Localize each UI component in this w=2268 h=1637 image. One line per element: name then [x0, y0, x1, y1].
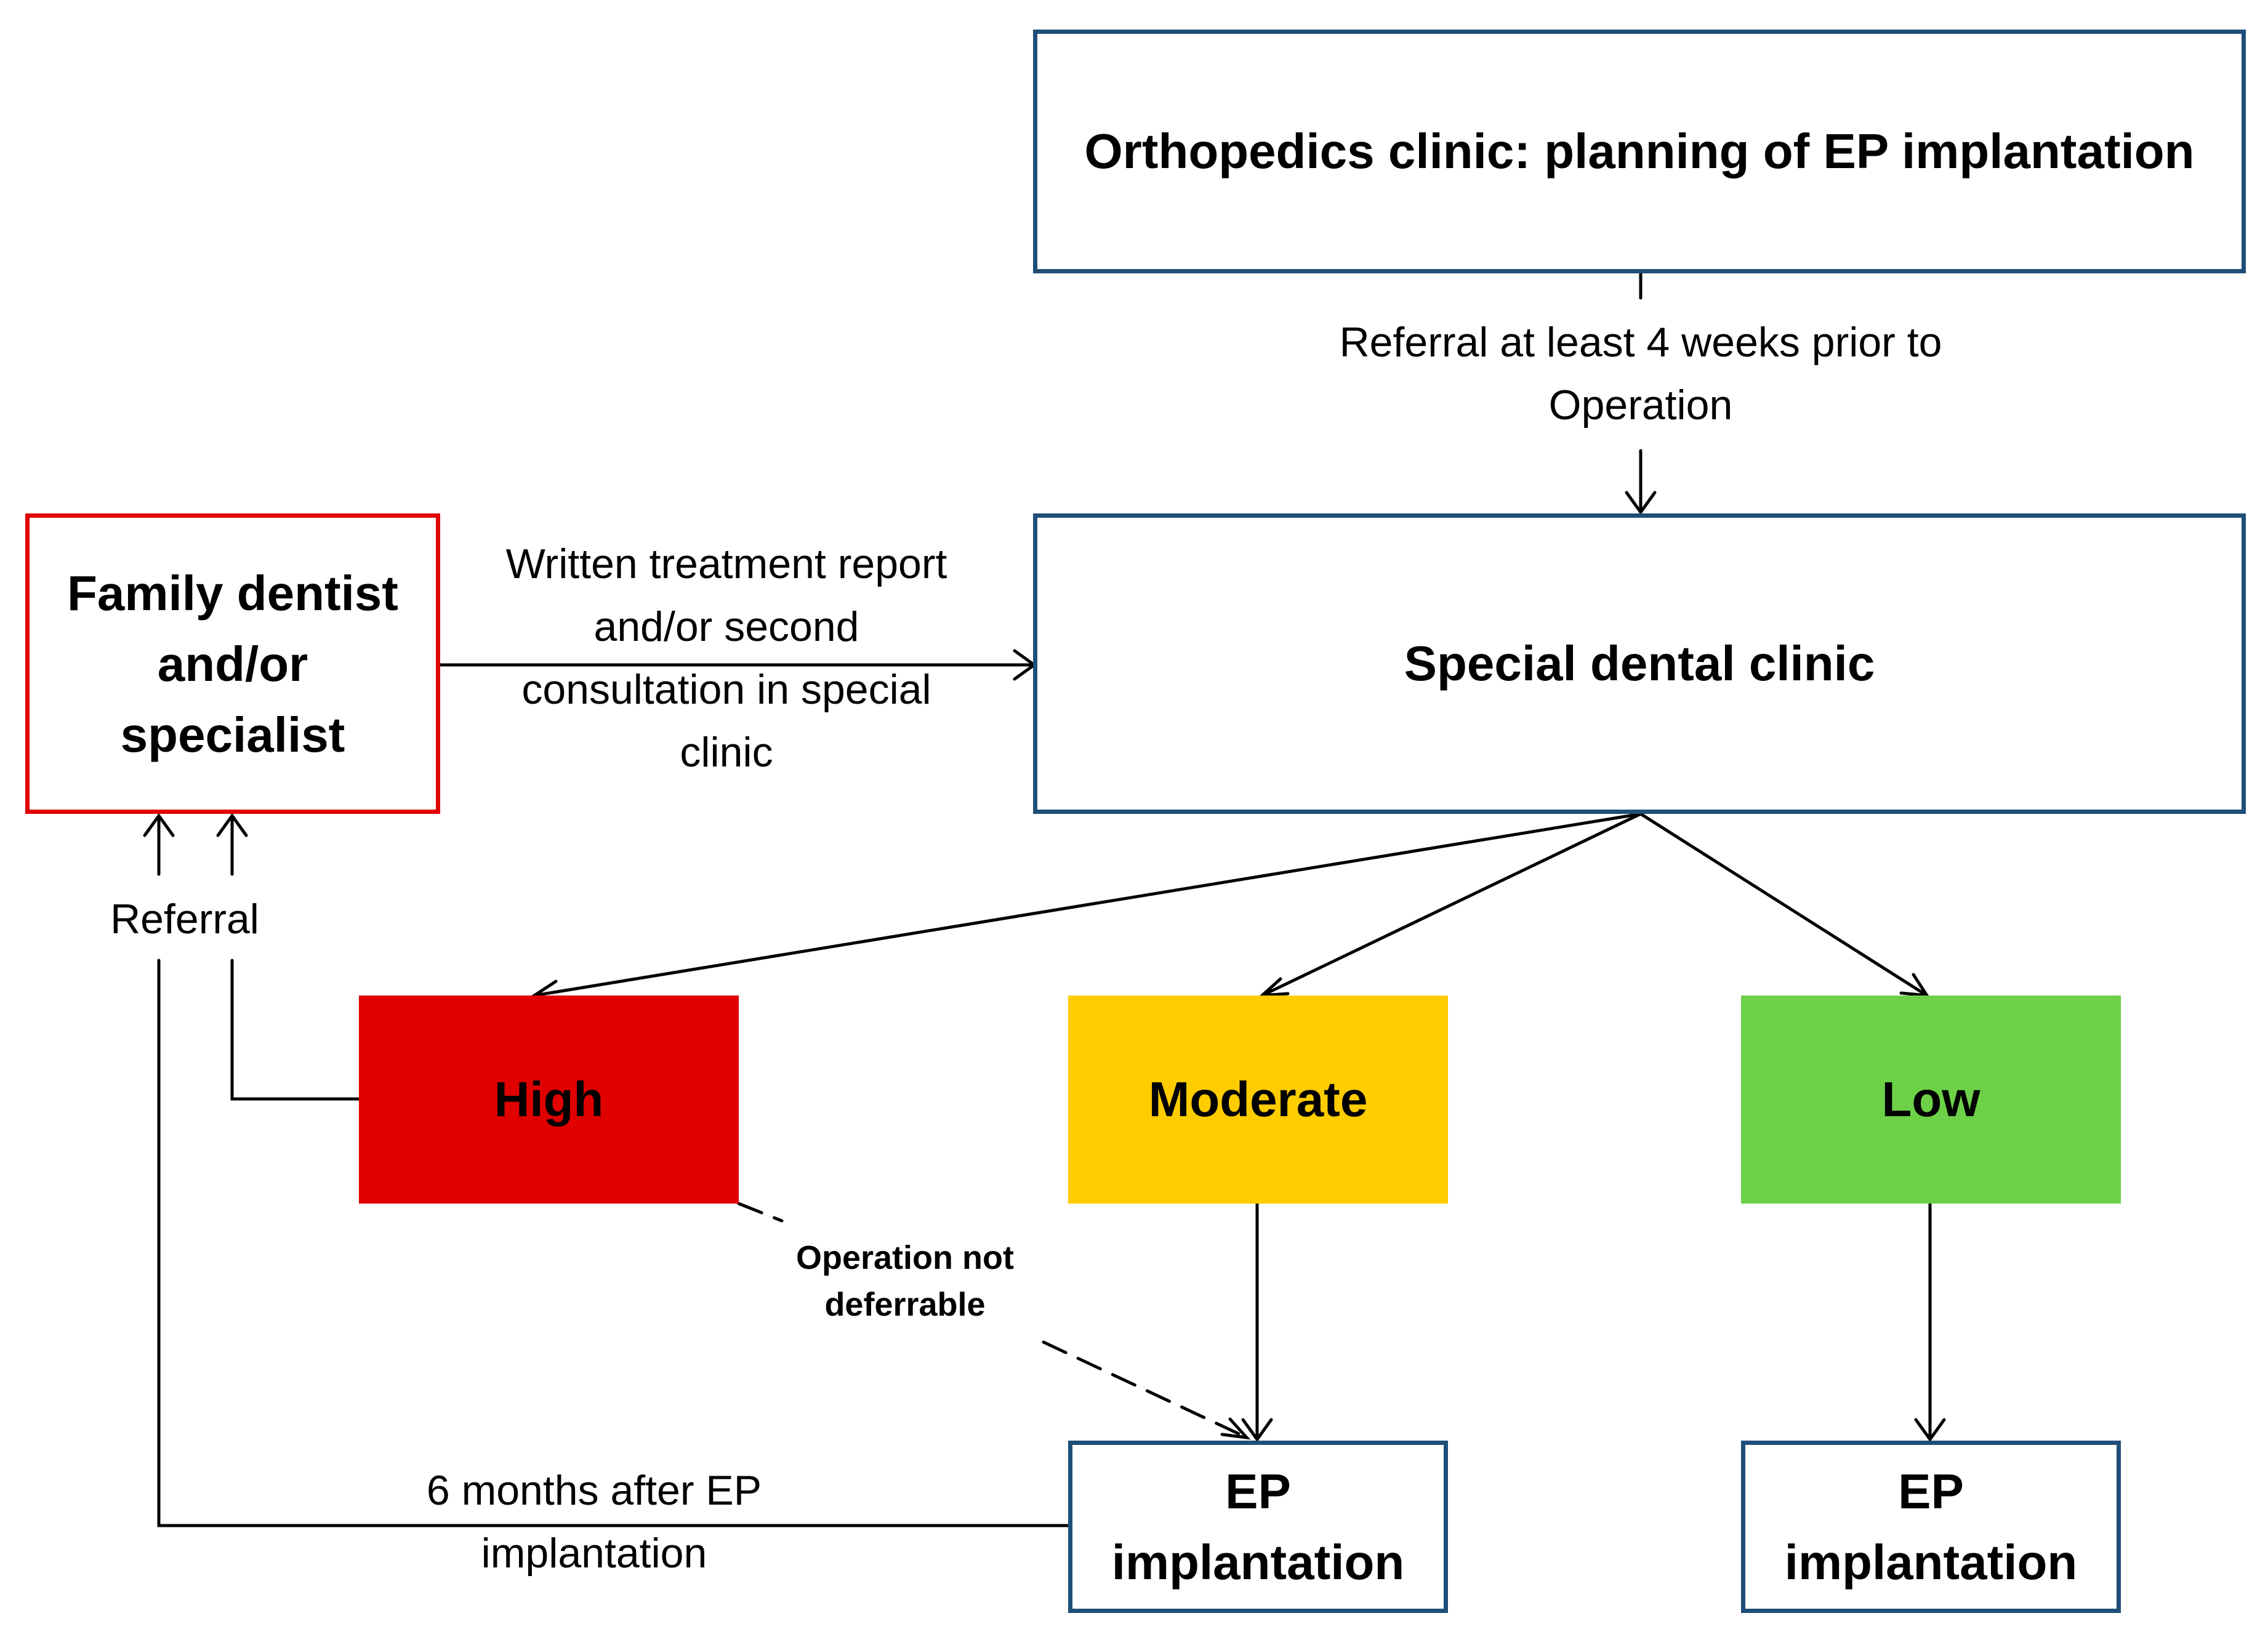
risk-low-label: Low [1881, 1072, 1980, 1127]
dashed-arrow-high-to-ep-implantation [737, 1202, 1249, 1439]
ep-implantation-moderate-box: EP implantation [1068, 1441, 1448, 1613]
risk-moderate-label: Moderate [1148, 1072, 1368, 1127]
orthopedics-clinic-label: Orthopedics clinic: planning of EP impla… [1084, 124, 2195, 179]
arrow-special-clinic-to-low [1639, 812, 1930, 997]
family-dentist-box: Family dentist and/or specialist [25, 513, 440, 814]
arrow-ep-implantation-to-family-dentist [143, 813, 1070, 1527]
arrow-orthopedics-to-special-clinic [1625, 271, 1657, 515]
risk-high-label: High [494, 1072, 604, 1127]
arrow-high-to-family-dentist [216, 813, 361, 1101]
risk-moderate-box: Moderate [1068, 995, 1448, 1204]
arrow-special-clinic-to-moderate [1257, 812, 1643, 998]
special-dental-clinic-box: Special dental clinic [1033, 513, 2246, 814]
referral-timing-label: Referral at least 4 weeks prior to Opera… [1339, 319, 1942, 428]
ep-implantation-low-label: EP implantation [1784, 1464, 2078, 1590]
operation-not-deferrable-label: Operation not deferrable [796, 1239, 1014, 1323]
ep-implantation-moderate-label: EP implantation [1111, 1464, 1405, 1590]
arrow-moderate-to-ep-implantation [1241, 1202, 1273, 1442]
risk-low-box: Low [1741, 995, 2121, 1204]
arrow-low-to-ep-implantation [1914, 1202, 1946, 1442]
six-months-label: 6 months after EP implantation [426, 1467, 762, 1577]
ep-implantation-low-box: EP implantation [1741, 1441, 2121, 1613]
referral-label: Referral [110, 896, 259, 943]
dashed-arrowhead [1220, 1417, 1251, 1440]
risk-high-box: High [359, 995, 739, 1204]
written-report-label: Written treatment report and/or second c… [505, 541, 947, 776]
family-dentist-label: Family dentist and/or specialist [67, 565, 398, 762]
arrow-special-clinic-to-high [531, 812, 1643, 1008]
special-dental-clinic-label: Special dental clinic [1404, 636, 1875, 691]
orthopedics-clinic-box: Orthopedics clinic: planning of EP impla… [1033, 30, 2246, 273]
